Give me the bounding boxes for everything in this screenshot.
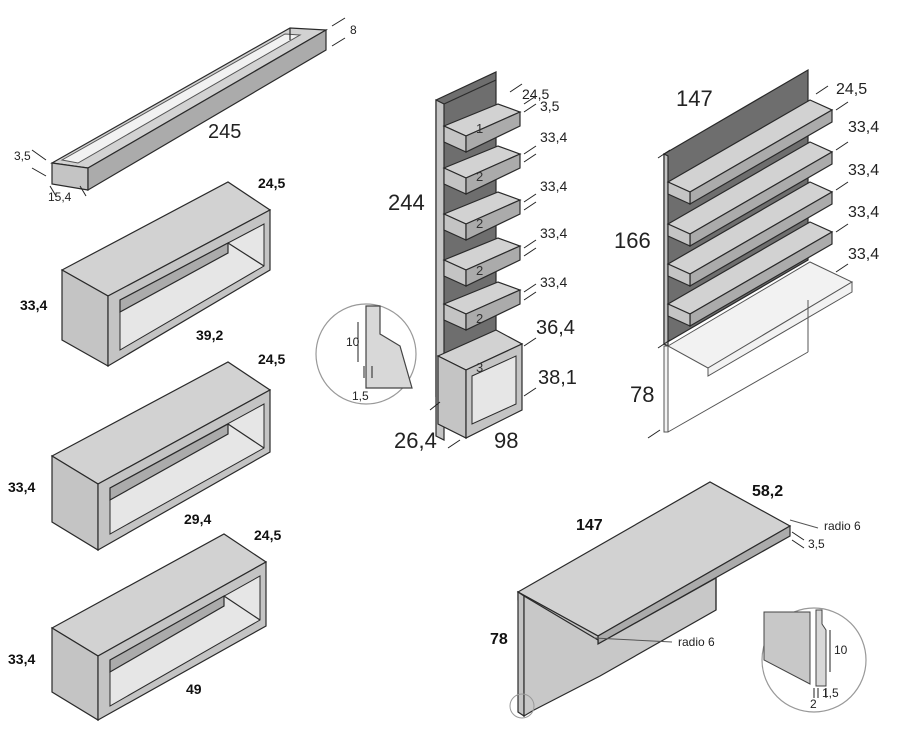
tower-gap-3-label: 33,4 xyxy=(540,225,567,241)
wall-unit-width-label: 147 xyxy=(676,86,713,111)
tower-gap-1-label: 33,4 xyxy=(540,129,567,145)
wall-unit-desk-height-label: 78 xyxy=(630,382,654,407)
detail-circle-left xyxy=(315,303,417,405)
wall-rail xyxy=(31,17,346,197)
rail-length-label: 245 xyxy=(208,121,241,143)
wall-unit-depth-label: 24,5 xyxy=(836,81,867,98)
tower-shelf-3-number: 2 xyxy=(476,216,483,231)
wall-unit-gap-3-label: 33,4 xyxy=(848,204,879,221)
rail-height-label: 8 xyxy=(350,23,357,37)
detail-right-a-label: 10 xyxy=(834,643,848,657)
tower-shelf-unit xyxy=(429,71,537,449)
tower-height-label: 244 xyxy=(388,190,425,215)
box-large-depth-label: 24,5 xyxy=(258,175,285,191)
rail-depth-label: 15,4 xyxy=(48,190,72,204)
wall-unit-gap-1-label: 33,4 xyxy=(848,119,879,136)
tower-shelf-5-number: 2 xyxy=(476,311,483,326)
tower-gap-5-label: 36,4 xyxy=(536,317,575,339)
tower-width-label: 98 xyxy=(494,428,518,453)
open-box-small xyxy=(50,533,268,722)
wall-unit-with-desk xyxy=(647,68,854,439)
tower-shelf-6-number: 3 xyxy=(476,360,483,375)
tower-gap-4-label: 33,4 xyxy=(540,274,567,290)
tower-shelf-thickness-label: 3,5 xyxy=(540,98,560,114)
desk-inner-corner-radius-label: radio 6 xyxy=(678,635,715,649)
tower-gap-2-label: 33,4 xyxy=(540,178,567,194)
detail-circle-right xyxy=(761,607,867,713)
tower-width-depth-label: 26,4 xyxy=(394,428,437,453)
box-medium-depth-label: 24,5 xyxy=(258,351,285,367)
box-large-inner-label: 39,2 xyxy=(196,327,223,343)
wall-unit-height-label: 166 xyxy=(614,228,651,253)
tower-gap-6-label: 38,1 xyxy=(538,367,577,389)
detail-right-b-label: 1,5 xyxy=(822,686,839,700)
desk-with-leg xyxy=(509,481,819,719)
tower-shelf-2-number: 2 xyxy=(476,169,483,184)
open-box-medium xyxy=(50,361,272,552)
detail-left-b-label: 1,5 xyxy=(352,389,369,403)
open-box-large xyxy=(60,181,272,368)
tower-depth-top-label: 24,5 xyxy=(522,86,549,102)
desk-thickness-label: 3,5 xyxy=(808,537,825,551)
desk-height-label: 78 xyxy=(490,631,508,648)
box-medium-height-label: 33,4 xyxy=(8,479,35,495)
wall-unit-gap-4-label: 33,4 xyxy=(848,246,879,263)
desk-depth-label: 58,2 xyxy=(752,483,783,500)
tower-shelf-4-number: 2 xyxy=(476,263,483,278)
box-medium-inner-label: 29,4 xyxy=(184,511,211,527)
wall-unit-gap-2-label: 33,4 xyxy=(848,162,879,179)
box-small-height-label: 33,4 xyxy=(8,651,35,667)
box-large-height-label: 33,4 xyxy=(20,297,47,313)
detail-right-c-label: 2 xyxy=(810,697,817,711)
detail-left-a-label: 10 xyxy=(346,335,360,349)
desk-width-label: 147 xyxy=(576,517,603,534)
box-small-depth-label: 24,5 xyxy=(254,527,281,543)
rail-lip-label: 3,5 xyxy=(14,149,31,163)
tower-shelf-1-number: 1 xyxy=(476,121,483,136)
desk-corner-radius-label: radio 6 xyxy=(824,519,861,533)
box-small-inner-label: 49 xyxy=(186,681,202,697)
